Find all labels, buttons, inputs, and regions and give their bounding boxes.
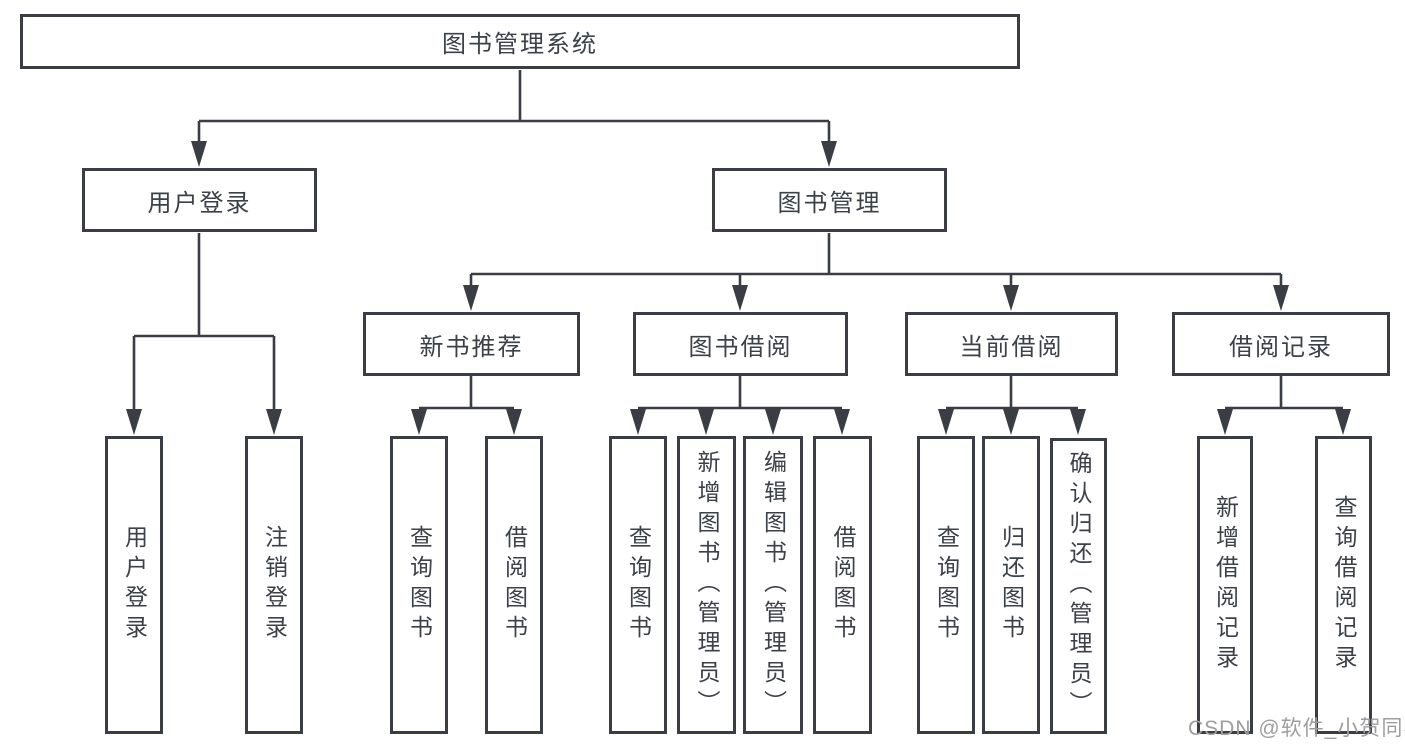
watermark: CSDN @软件_小贺同学: [1188, 717, 1405, 740]
arrow-icon: [630, 409, 646, 435]
node-records-query-label: 查询借阅记录: [1331, 495, 1357, 675]
node-current-confirm: 确认归还（管理员）: [1050, 438, 1107, 734]
node-records-query: 查询借阅记录: [1315, 436, 1372, 734]
arrow-icon: [938, 409, 954, 435]
node-current-confirm-label: 确认归还（管理员）: [1066, 451, 1092, 721]
node-borrow-query: 查询图书: [609, 436, 667, 734]
node-new-books: 新书推荐: [363, 312, 580, 376]
arrow-icon: [1070, 409, 1086, 435]
connector-lines: [132, 70, 1343, 411]
node-newbooks-borrow-label: 借阅图书: [501, 525, 528, 645]
node-borrow-lend-label: 借阅图书: [830, 525, 856, 645]
arrow-icon: [821, 141, 837, 167]
node-login: 用户登录: [105, 436, 163, 734]
arrow-icon: [266, 409, 282, 435]
connector-userlogin-split: [132, 233, 276, 411]
node-newbooks-query-label: 查询图书: [406, 525, 433, 645]
node-records-add-label: 新增借阅记录: [1212, 495, 1239, 675]
node-current-return-label: 归还图书: [998, 525, 1025, 645]
arrow-icon: [1003, 285, 1019, 311]
node-current-query: 查询图书: [917, 436, 975, 734]
node-logout: 注销登录: [245, 436, 303, 734]
connector-bookborrow-split: [638, 375, 842, 410]
node-book-borrow-label: 图书借阅: [688, 333, 793, 361]
arrow-icon: [126, 409, 142, 435]
node-borrow-query-label: 查询图书: [625, 525, 652, 645]
arrow-icon: [1335, 409, 1351, 435]
node-borrow-add-label: 新增图书（管理员）: [694, 450, 720, 720]
node-current-return: 归还图书: [982, 436, 1040, 734]
node-book-borrow: 图书借阅: [633, 312, 848, 376]
arrow-icon: [506, 409, 522, 435]
node-newbooks-borrow: 借阅图书: [485, 436, 543, 734]
arrow-icon: [411, 409, 427, 435]
connector-root-split: [197, 70, 831, 143]
node-records-add: 新增借阅记录: [1197, 436, 1253, 734]
node-borrow-edit-label: 编辑图书（管理员）: [760, 450, 787, 720]
node-book-mgmt: 图书管理: [712, 168, 947, 232]
node-borrow-add: 新增图书（管理员）: [677, 436, 736, 734]
arrow-icon: [191, 141, 207, 167]
node-current-query-label: 查询图书: [933, 525, 960, 645]
arrow-icon: [698, 409, 714, 435]
node-new-books-label: 新书推荐: [419, 333, 524, 361]
node-book-mgmt-label: 图书管理: [777, 189, 882, 217]
node-borrow-edit: 编辑图书（管理员）: [743, 436, 803, 734]
arrow-icon: [834, 409, 850, 435]
arrow-icon: [463, 285, 479, 311]
node-current-borrow: 当前借阅: [905, 312, 1118, 376]
node-root: 图书管理系统: [20, 14, 1020, 69]
arrow-icon: [1217, 409, 1233, 435]
connector-newbooks-split: [419, 375, 514, 410]
node-newbooks-query: 查询图书: [390, 436, 448, 734]
node-borrow-lend: 借阅图书: [813, 436, 872, 734]
connector-currentborrow-split: [946, 375, 1078, 410]
arrow-icon: [1003, 409, 1019, 435]
node-current-borrow-label: 当前借阅: [959, 333, 1064, 361]
arrowheads: [126, 141, 1351, 435]
node-borrow-records: 借阅记录: [1172, 312, 1390, 376]
arrow-icon: [765, 409, 781, 435]
arrow-icon: [732, 285, 748, 311]
connector-records-split: [1225, 375, 1343, 410]
node-logout-label: 注销登录: [261, 525, 288, 645]
node-login-label: 用户登录: [121, 525, 148, 645]
connector-bookmgmt-split: [469, 233, 1283, 287]
node-user-login: 用户登录: [82, 168, 317, 232]
node-borrow-records-label: 借阅记录: [1229, 333, 1333, 361]
arrow-icon: [1273, 285, 1289, 311]
node-root-label: 图书管理系统: [442, 31, 598, 58]
node-user-login-label: 用户登录: [147, 189, 252, 217]
